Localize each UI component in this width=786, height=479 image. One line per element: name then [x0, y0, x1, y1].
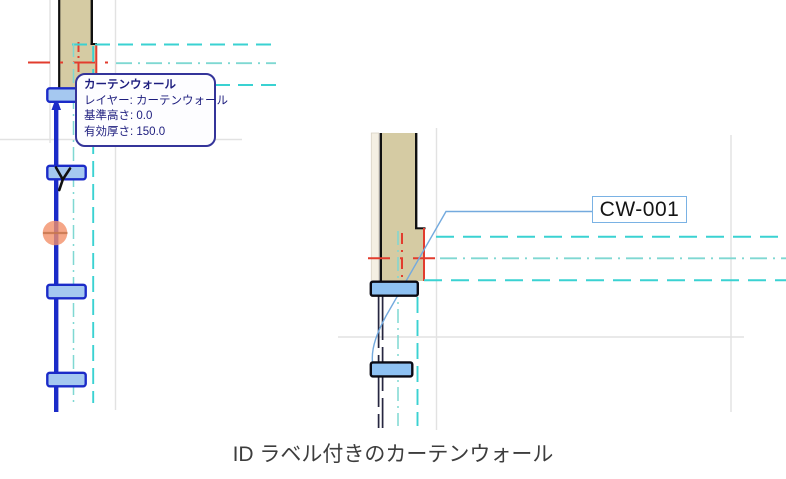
left-curtain-wall[interactable]: [46, 87, 87, 412]
mercedes-cursor-icon: [54, 166, 72, 192]
wall-direction-arrow: [51, 97, 61, 110]
tooltip-thickness: 有効厚さ: 150.0: [84, 125, 166, 138]
mullion[interactable]: [46, 283, 87, 300]
right-wall-plan[interactable]: [370, 132, 426, 283]
wall-layer-strip: [370, 132, 380, 283]
tooltip-base-height: 基準高さ: 0.0: [84, 110, 153, 123]
wall-fill[interactable]: [382, 133, 424, 281]
mullion[interactable]: [369, 361, 414, 378]
element-info-tooltip: カーテンウォール レイヤー: カーテンウォール 基準高さ: 0.0 有効厚さ: …: [75, 73, 229, 147]
tooltip-layer: レイヤー: カーテンウォール: [84, 94, 229, 107]
right-reference-axes: [368, 231, 786, 426]
id-label-text: CW-001: [599, 197, 680, 221]
mullion[interactable]: [46, 371, 87, 388]
right-curtain-wall[interactable]: [369, 210, 593, 429]
tooltip-element-type: カーテンウォール: [84, 79, 176, 91]
figure-caption: ID ラベル付きのカーテンウォール: [232, 443, 554, 466]
highlight-dot: [42, 220, 68, 246]
label-leader-line: [371, 210, 593, 363]
mullion[interactable]: [369, 280, 419, 297]
id-label[interactable]: CW-001: [592, 196, 687, 223]
